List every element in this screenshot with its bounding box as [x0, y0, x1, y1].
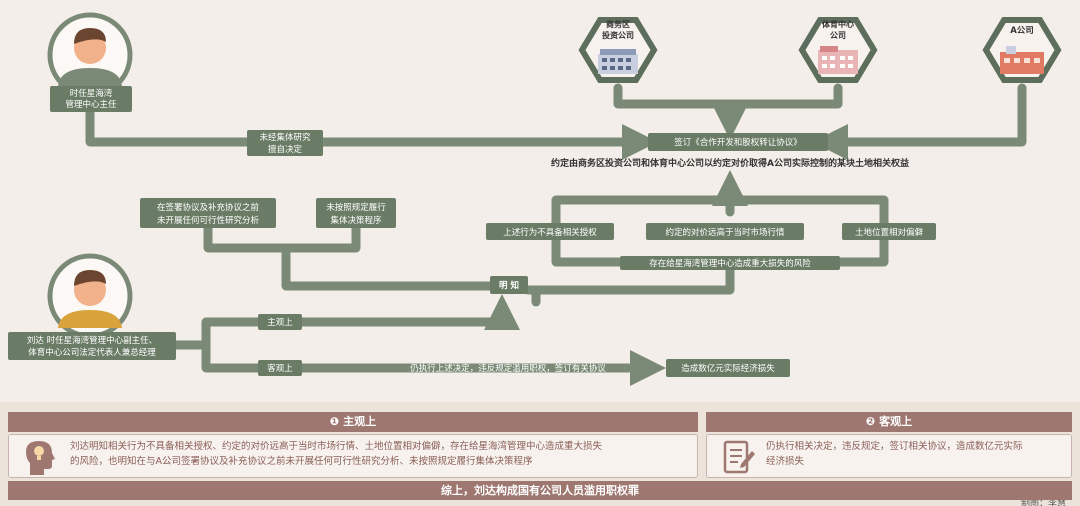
- office-building-icon: [818, 50, 858, 74]
- knowing-box: [490, 276, 528, 294]
- person-avatar-icon: [58, 28, 122, 86]
- objective-text-line2: 经济损失: [766, 456, 805, 467]
- objective-box: [706, 434, 1072, 478]
- price-high-label: 约定的对价远高于当时市场行情: [665, 227, 785, 238]
- liuda-title-line1: 刘达 时任星海湾管理中心副主任、: [27, 335, 157, 346]
- loss-label: 造成数亿元实际经济损失: [681, 363, 775, 374]
- credit-text: 制图：李慧: [1020, 500, 1066, 506]
- no-procedure-line1: 未按照规定履行: [326, 202, 386, 213]
- no-authority-label: 上述行为不具备相关授权: [503, 227, 597, 238]
- no-procedure-line2: 集体决策程序: [330, 215, 382, 226]
- connector-commerce-down: [613, 83, 735, 109]
- risk-label: 存在给星海湾管理中心造成重大损失的风险: [649, 258, 811, 269]
- company-sports-node: [798, 17, 878, 83]
- official-title-line1: 时任星海湾: [70, 88, 113, 99]
- connector-before-sign-down: [203, 223, 291, 253]
- company-a-node: [982, 17, 1062, 83]
- connector-sports-down: [725, 83, 843, 109]
- label-no-research-line1: 未经集体研究: [259, 132, 311, 143]
- connector-liuda-fork: [171, 294, 520, 350]
- company-commerce-node: [578, 17, 658, 83]
- connector-loop-to-knowing: [523, 257, 735, 295]
- agreement-label: 签订《合作开发和股权转让协议》: [674, 137, 802, 148]
- company-sports-line2: 公司: [830, 31, 846, 40]
- before-sign-line2: 未开展任何可行性研究分析: [157, 215, 260, 226]
- objective-action: 仍执行上述决定，违反规定滥用职权，签订有关协议: [410, 363, 606, 374]
- location-poor-label: 土地位置相对偏僻: [855, 227, 924, 238]
- liuda-title-line2: 体育中心公司法定代表人兼总经理: [28, 347, 156, 358]
- location-poor-box: [842, 223, 936, 240]
- liuda-avatar: [8, 253, 176, 360]
- company-commerce-line1: 商务区: [606, 19, 630, 29]
- conclusion-bar: 综上，刘达构成国有公司人员滥用职权罪: [8, 481, 1072, 500]
- head-lightbulb-icon: [26, 441, 55, 475]
- official-avatar: [47, 12, 133, 112]
- before-sign-line1: 在签署协议及补充协议之前: [157, 202, 260, 213]
- office-building-icon: [598, 54, 638, 74]
- label-no-research-line2: 擅自决定: [268, 144, 303, 155]
- connector-no-procedure-down: [281, 223, 361, 253]
- connector-companyA-to-agreement: [812, 83, 1027, 160]
- connector-official-to-agreement: [85, 105, 658, 160]
- objective-text-line1: 仍执行相关决定，违反规定，签订相关协议，造成数亿元实际: [766, 441, 1023, 452]
- subjective-tag: 主观上: [267, 317, 293, 328]
- agreement-detail: 约定由商务区投资公司和体育中心公司以约定对价取得A公司实际控制的某块土地相关权益: [551, 157, 909, 169]
- objective-tag-box: [258, 360, 302, 376]
- objective-tag: 客观上: [267, 363, 293, 374]
- connector-objective: [201, 340, 666, 386]
- agreement-box: [648, 133, 828, 151]
- company-a-label: A公司: [1010, 26, 1034, 36]
- subjective-tag-box: [258, 314, 302, 330]
- person-avatar-icon: [58, 270, 122, 328]
- subjective-header: ❶ 主观上: [8, 412, 698, 432]
- no-procedure-box: [316, 198, 396, 228]
- risk-box: [620, 256, 840, 270]
- label-no-research: [247, 130, 323, 156]
- factory-building-icon: [1000, 52, 1044, 74]
- subjective-text-line1: 刘达明知相关行为不具备相关授权、约定的对价远高于当时市场行情、土地位置相对偏僻，…: [70, 441, 603, 452]
- subjective-text-line2: 的风险，也明知在与A公司签署协议及补充协议之前未开展任何可行性研究分析、未按照规…: [70, 456, 533, 467]
- before-sign-box: [140, 198, 276, 228]
- loss-box: [666, 359, 790, 377]
- official-title-line2: 管理中心主任: [65, 99, 117, 110]
- knowing-label: 明 知: [499, 280, 519, 291]
- company-commerce-line2: 投资公司: [602, 30, 634, 40]
- connector-to-knowing: [281, 243, 495, 291]
- no-authority-box: [486, 223, 614, 240]
- document-pen-icon: [723, 440, 755, 474]
- objective-text-block: 仍执行相关决定，违反规定，签订相关协议，造成数亿元实际 经济损失: [766, 439, 1066, 469]
- subjective-box: [8, 434, 698, 478]
- objective-header: ❷ 客观上: [706, 412, 1072, 432]
- subjective-text-block: 刘达明知相关行为不具备相关授权、约定的对价远高于当时市场行情、土地位置相对偏僻，…: [70, 439, 692, 469]
- price-high-box: [646, 223, 804, 240]
- flow-diagram: 时任星海湾 管理中心主任 商务区 投资公司 体育中心 公司 A公司 未经集体研究…: [8, 12, 1062, 386]
- company-sports-line1: 体育中心: [822, 19, 854, 29]
